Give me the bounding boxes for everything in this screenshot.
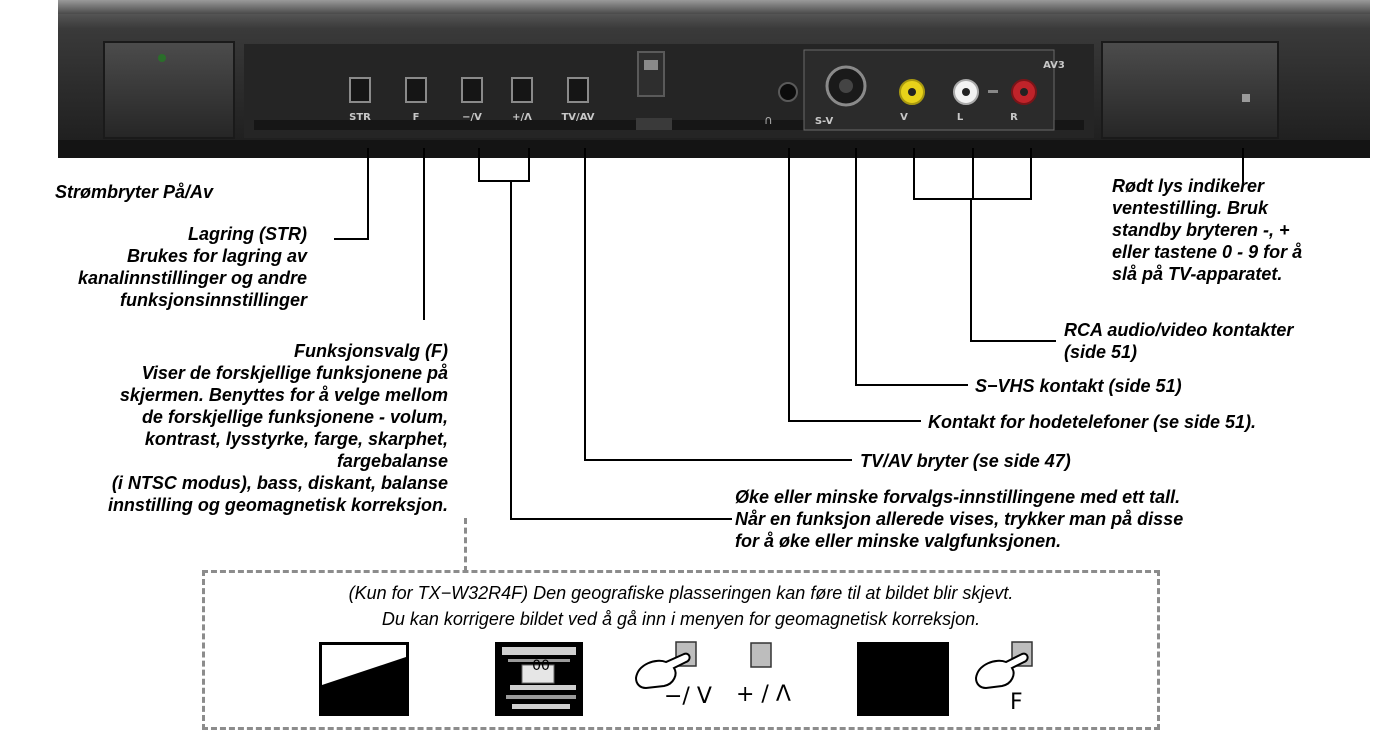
standby-label-line: slå på TV-apparatet. bbox=[1112, 263, 1302, 285]
store-label-line: Brukes for lagring av bbox=[78, 245, 307, 267]
standby-label-line: standby bryteren -, + bbox=[1112, 219, 1302, 241]
jack-label: V bbox=[900, 112, 908, 123]
jack-label: S-V bbox=[815, 116, 834, 127]
f-button[interactable] bbox=[406, 78, 426, 102]
osd-value: 00 bbox=[528, 658, 554, 674]
standby-label-line: ventestilling. Bruk bbox=[1112, 197, 1302, 219]
note-line-2: Du kan korrigere bildet ved å gå inn i m… bbox=[202, 608, 1160, 630]
updown-label-line: for å øke eller minske valgfunksjonen. bbox=[735, 530, 1183, 552]
leader-line-minus bbox=[478, 148, 480, 182]
leader-line-rca bbox=[913, 198, 1032, 200]
minus-button[interactable] bbox=[462, 78, 482, 102]
leader-line-store bbox=[334, 238, 369, 240]
tvav-button[interactable] bbox=[568, 78, 588, 102]
leader-line-rca bbox=[970, 198, 972, 342]
note-connector bbox=[464, 518, 467, 572]
jack-label: L bbox=[957, 112, 964, 123]
right-door bbox=[1102, 42, 1278, 138]
function-label-line: innstilling og geomagnetisk korreksjon. bbox=[108, 494, 448, 516]
function-label-line: fargebalanse bbox=[108, 450, 448, 472]
leader-line-tvav bbox=[584, 148, 586, 461]
corrected-picture-icon bbox=[856, 641, 950, 717]
updown-label-line: Når en funksjon allerede vises, trykker … bbox=[735, 508, 1183, 530]
function-label-line: Viser de forskjellige funksjonene på bbox=[108, 362, 448, 384]
button-label: +/Λ bbox=[512, 112, 532, 123]
note-line-1: (Kun for TX−W32R4F) Den geografiske plas… bbox=[202, 582, 1160, 604]
leader-line-rca bbox=[913, 148, 915, 200]
leader-line-tvav bbox=[584, 459, 852, 461]
standby-indicator-light bbox=[1242, 94, 1250, 102]
leader-line-updown bbox=[510, 518, 732, 520]
rca-label-line: RCA audio/video kontakter bbox=[1064, 319, 1293, 341]
updown-label-line: Øke eller minske forvalgs-innstillingene… bbox=[735, 486, 1183, 508]
standby-label-line: eller tastene 0 - 9 for å bbox=[1112, 241, 1302, 263]
avs-label: AV3 bbox=[1043, 60, 1065, 71]
store-label: Lagring (STR) Brukes for lagring av kana… bbox=[78, 223, 307, 311]
leader-line-rca bbox=[970, 340, 1056, 342]
f-label: F bbox=[1010, 690, 1023, 715]
updown-label: Øke eller minske forvalgs-innstillingene… bbox=[735, 486, 1183, 552]
button-label: F bbox=[413, 112, 420, 123]
jack-label: R bbox=[1010, 112, 1018, 123]
leader-line-rca bbox=[1030, 148, 1032, 200]
leader-line-updown bbox=[510, 180, 512, 520]
function-label-line: kontrast, lysstyrke, farge, skarphet, bbox=[108, 428, 448, 450]
power-switch-label: Strømbryter På/Av bbox=[55, 181, 213, 203]
headphone-icon: ∩ bbox=[764, 113, 773, 127]
rca-label-line: (side 51) bbox=[1064, 341, 1293, 363]
button-label: TV/AV bbox=[561, 112, 594, 123]
str-button[interactable] bbox=[350, 78, 370, 102]
button-label: STR bbox=[349, 112, 371, 123]
standby-label: Rødt lys indikerer ventestilling. Bruk s… bbox=[1112, 175, 1302, 285]
leader-line-updown bbox=[478, 180, 530, 182]
minus-v-label: −/ V bbox=[664, 684, 712, 709]
rca-label: RCA audio/video kontakter (side 51) bbox=[1064, 319, 1293, 363]
headphones-label: Kontakt for hodetelefoner (se side 51). bbox=[928, 411, 1256, 433]
store-label-line: kanalinnstillinger og andre bbox=[78, 267, 307, 289]
button-label: −/V bbox=[462, 112, 482, 123]
function-label-title: Funksjonsvalg (F) bbox=[108, 340, 448, 362]
leader-line-svhs bbox=[855, 148, 857, 386]
leader-line-headphones bbox=[788, 420, 921, 422]
function-label-line: (i NTSC modus), bass, diskant, balanse bbox=[108, 472, 448, 494]
store-label-title: Lagring (STR) bbox=[78, 223, 307, 245]
switch-slot bbox=[638, 52, 664, 96]
headphone-jack[interactable] bbox=[779, 83, 797, 101]
leader-line-headphones bbox=[788, 148, 790, 422]
osd-adjustment-icon bbox=[494, 641, 584, 717]
leader-line-svhs bbox=[855, 384, 968, 386]
svhs-label: S−VHS kontakt (side 51) bbox=[975, 375, 1182, 397]
function-label-line: de forskjellige funksjonene - volum, bbox=[108, 406, 448, 428]
standby-label-line: Rødt lys indikerer bbox=[1112, 175, 1302, 197]
plus-a-label: + / Λ bbox=[736, 682, 791, 707]
power-button[interactable] bbox=[104, 42, 234, 138]
function-label: Funksjonsvalg (F) Viser de forskjellige … bbox=[108, 340, 448, 516]
tvav-label: TV/AV bryter (se side 47) bbox=[860, 450, 1071, 472]
function-label-line: skjermen. Benyttes for å velge mellom bbox=[108, 384, 448, 406]
tv-front-panel: STR F −/V +/Λ TV/AV ∩ S-V V L R AV3 bbox=[58, 0, 1370, 158]
leader-line-plus bbox=[528, 148, 530, 182]
leader-line-rca bbox=[972, 148, 974, 200]
plus-button[interactable] bbox=[512, 78, 532, 102]
leader-line-function bbox=[423, 148, 425, 320]
hand-press-f-icon bbox=[972, 640, 1042, 696]
power-indicator-light bbox=[158, 54, 166, 62]
leader-line-store bbox=[367, 148, 369, 240]
tilted-picture-icon bbox=[318, 641, 410, 717]
store-label-line: funksjonsinnstillinger bbox=[78, 289, 307, 311]
leader-line-standby bbox=[1242, 148, 1244, 182]
plus-button-icon bbox=[750, 642, 772, 668]
